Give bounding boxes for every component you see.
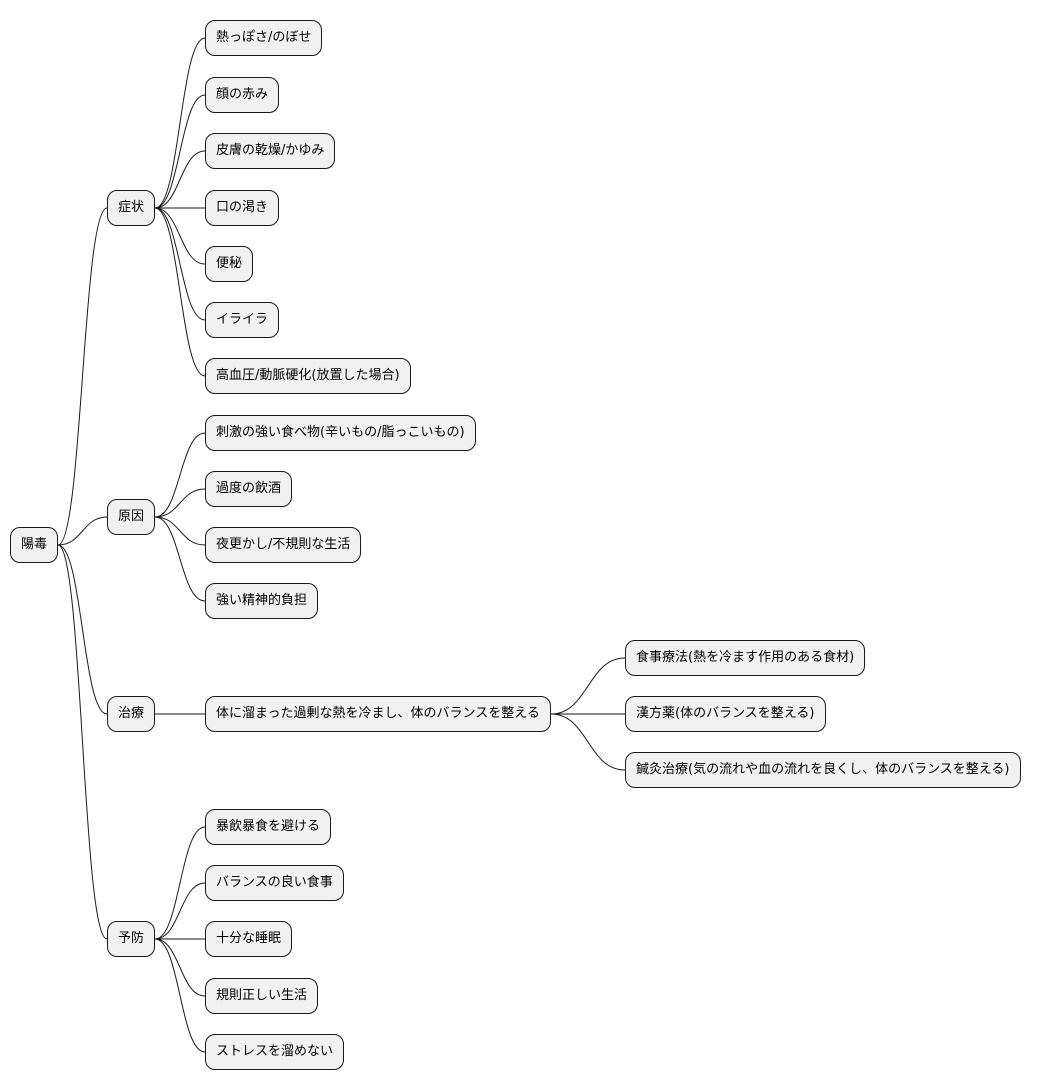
cause-spicy-food: 刺激の強い食べ物(辛いもの/脂っこいもの)	[205, 415, 476, 451]
cause-alcohol: 過度の飲酒	[205, 471, 293, 507]
cause-irregular-life: 夜更かし/不規則な生活	[205, 527, 362, 563]
connector-prevention-balanced-diet	[154, 882, 206, 940]
connector-prevention-no-overeating	[154, 826, 206, 940]
prevention-no-stress: ストレスを溜めない	[205, 1034, 345, 1070]
symptom-red-face: 顔の赤み	[205, 77, 280, 113]
connector-symptom-constipation	[154, 207, 206, 265]
symptom-dry-skin: 皮膚の乾燥/かゆみ	[205, 133, 336, 169]
branch-prevention: 予防	[107, 921, 156, 957]
symptom-fever: 熱っぽさ/のぼせ	[205, 20, 323, 56]
prevention-balanced-diet: バランスの良い食事	[205, 865, 344, 901]
connector-branch-prevention	[57, 544, 108, 940]
prevention-sleep: 十分な睡眠	[205, 921, 293, 957]
connector-symptom-dry-skin	[154, 150, 206, 209]
connector-symptom-fever	[154, 37, 206, 209]
connector-cause-spicy-food	[154, 432, 206, 518]
connector-treatment-diet	[550, 657, 626, 715]
symptom-thirst: 口の渇き	[205, 190, 280, 226]
prevention-no-overeating: 暴飲暴食を避ける	[205, 809, 332, 845]
symptom-hypertension: 高血圧/動脈硬化(放置した場合)	[205, 358, 411, 394]
connector-symptom-irritability	[154, 207, 206, 321]
connector-treatment-acupuncture	[550, 713, 626, 771]
treatment-principle: 体に溜まった過剰な熱を冷まし、体のバランスを整える	[205, 696, 551, 732]
branch-causes: 原因	[107, 499, 156, 535]
symptom-constipation: 便秘	[205, 246, 254, 282]
connector-prevention-regular-life	[154, 938, 206, 997]
connector-symptom-hypertension	[154, 207, 206, 377]
branch-treatment: 治療	[107, 696, 156, 732]
root-node: 陽毒	[10, 527, 59, 563]
connector-cause-irregular-life	[154, 516, 206, 546]
branch-symptoms: 症状	[107, 190, 156, 226]
connector-branch-symptoms	[57, 207, 108, 546]
connector-cause-mental-stress	[154, 516, 206, 602]
symptom-irritability: イライラ	[205, 302, 280, 338]
connector-cause-alcohol	[154, 488, 206, 518]
connector-prevention-no-stress	[154, 938, 206, 1053]
connector-branch-causes	[57, 516, 108, 546]
cause-mental-stress: 強い精神的負担	[205, 583, 319, 619]
connector-branch-treatment	[57, 544, 108, 715]
connector-symptom-red-face	[154, 94, 206, 209]
treatment-kampo: 漢方薬(体のバランスを整える)	[625, 696, 826, 732]
prevention-regular-life: 規則正しい生活	[205, 978, 319, 1014]
treatment-diet: 食事療法(熱を冷ます作用のある食材)	[625, 640, 866, 676]
treatment-acupuncture: 鍼灸治療(気の流れや血の流れを良くし、体のバランスを整える)	[625, 752, 1021, 788]
